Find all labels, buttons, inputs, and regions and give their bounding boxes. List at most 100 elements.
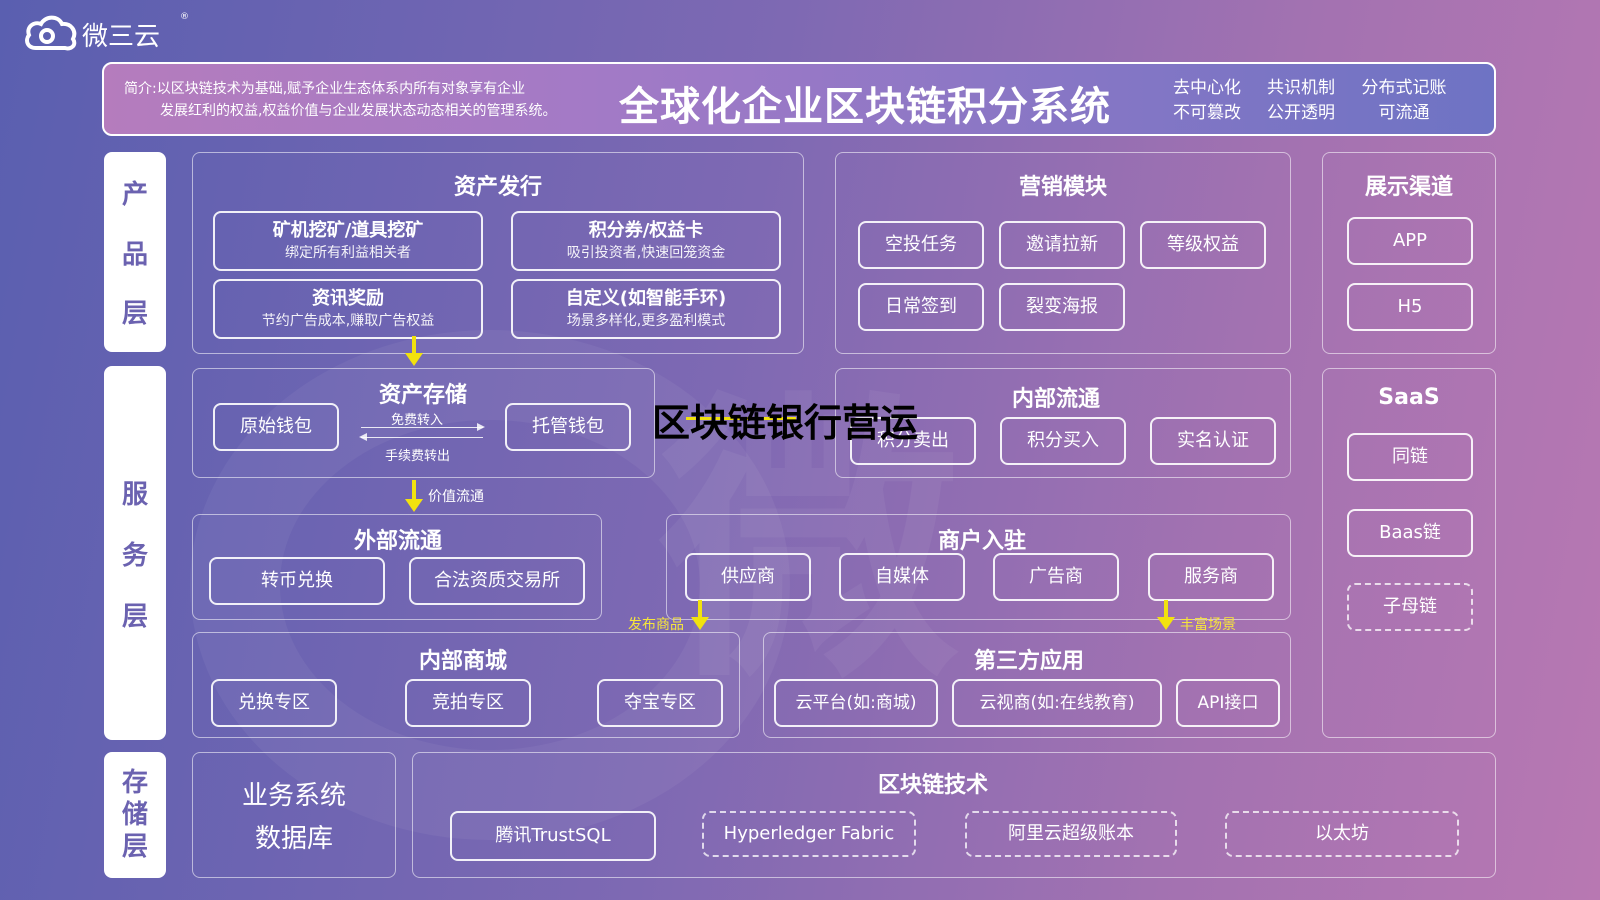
merchant-item-media[interactable]: 自媒体 [839,553,965,601]
layer-char: 层 [121,298,148,329]
marketing-item-checkin[interactable]: 日常签到 [858,283,984,331]
feature-text: 不可篡改 [1173,103,1241,123]
marketing-panel: 营销模块 空投任务 邀请拉新 等级权益 日常签到 裂变海报 [835,152,1291,354]
third-party-item-cloud[interactable]: 云平台(如:商城) [774,679,938,727]
item-subtitle: 场景多样化,更多盈利模式 [566,313,726,330]
layer-char: 务 [121,540,148,571]
asset-issue-item-coupon[interactable]: 积分券/权益卡 吸引投资者,快速回笼资金 [511,211,781,271]
internal-item-verify[interactable]: 实名认证 [1150,417,1276,465]
flow-arrow-value [405,480,423,512]
asset-storage-title: 资产存储 [378,383,467,408]
saas-title: SaaS [1378,385,1440,410]
external-item-licensed-exchange[interactable]: 合法资质交易所 [409,557,585,605]
label-publish-goods: 发布商品 [628,617,684,633]
layer-char: 层 [121,601,148,632]
layer-product: 产 品 层 [104,152,166,352]
flow-arrow-rich-scene [1157,600,1175,630]
item-title: 矿机挖矿/道具挖矿 [272,219,424,241]
channel-app[interactable]: APP [1347,217,1473,265]
feature-text: 去中心化 [1173,78,1241,98]
arrow-transfer-out [359,433,483,441]
channel-h5[interactable]: H5 [1347,283,1473,331]
marketing-item-invite[interactable]: 邀请拉新 [999,221,1125,269]
feature-text: 公开透明 [1267,103,1335,123]
mall-item-lottery[interactable]: 夺宝专区 [597,679,723,727]
blockchain-item-ethereum[interactable]: 以太坊 [1225,811,1459,857]
marketing-item-airdrop[interactable]: 空投任务 [858,221,984,269]
marketing-title: 营销模块 [1018,175,1107,200]
label-rich-scene: 丰富场景 [1180,617,1236,633]
feature-text: 可流通 [1378,103,1430,123]
merchant-item-service[interactable]: 服务商 [1148,553,1274,601]
item-title: 积分券/权益卡 [588,219,704,241]
label-free-transfer-in: 免费转入 [391,413,444,428]
flow-arrow-issue-to-storage [405,336,423,366]
channels-panel: 展示渠道 APP H5 [1322,152,1496,354]
asset-issue-item-news[interactable]: 资讯奖励 节约广告成本,赚取广告权益 [213,279,483,339]
feature-col-1: 去中心化 不可篡改 [1166,76,1248,126]
feature-text: 分布式记账 [1361,78,1447,98]
mall-panel: 内部商城 兑换专区 竞拍专区 夺宝专区 [192,632,740,738]
third-party-item-api[interactable]: API接口 [1176,679,1280,727]
merchant-item-supplier[interactable]: 供应商 [685,553,811,601]
business-db-line2: 数据库 [254,824,333,854]
channels-title: 展示渠道 [1364,175,1453,200]
cloud-logo-icon [25,15,77,51]
third-party-item-video[interactable]: 云视商(如:在线教育) [952,679,1162,727]
blockchain-item-trustsql[interactable]: 腾讯TrustSQL [450,811,656,861]
marketing-item-level[interactable]: 等级权益 [1140,221,1266,269]
internal-flow-title: 内部流通 [1011,387,1100,412]
wallet-original[interactable]: 原始钱包 [213,403,339,451]
external-item-exchange[interactable]: 转币兑换 [209,557,385,605]
saas-item-tonglian[interactable]: 同链 [1347,433,1473,481]
internal-item-buy[interactable]: 积分买入 [1000,417,1126,465]
layer-char: 层 [121,832,148,862]
layer-char: 存 [121,768,148,798]
external-flow-panel: 外部流通 转币兑换 合法资质交易所 [192,514,602,620]
internal-flow-panel: 内部流通 积分卖出 积分买入 实名认证 [835,368,1291,478]
layer-char: 产 [121,180,148,211]
asset-issue-item-custom[interactable]: 自定义(如智能手环) 场景多样化,更多盈利模式 [511,279,781,339]
layer-service: 服 务 层 [104,366,166,740]
header-intro-line1: 简介:以区块链技术为基础,赋予企业生态体系内所有对象享有企业 [124,81,526,97]
mall-title: 内部商城 [418,649,507,674]
feature-col-2: 共识机制 公开透明 [1260,76,1342,126]
blockchain-item-hyperledger[interactable]: Hyperledger Fabric [702,811,916,857]
overlay-connector-line [686,417,796,420]
blockchain-panel: 区块链技术 腾讯TrustSQL Hyperledger Fabric 阿里云超… [412,752,1496,878]
asset-issue-item-mining[interactable]: 矿机挖矿/道具挖矿 绑定所有利益相关者 [213,211,483,271]
layer-char: 服 [121,479,148,510]
third-party-panel: 第三方应用 云平台(如:商城) 云视商(如:在线教育) API接口 [763,632,1291,738]
item-subtitle: 节约广告成本,赚取广告权益 [261,313,435,330]
internal-item-sell[interactable]: 积分卖出 [850,417,976,465]
blockchain-item-aliyun[interactable]: 阿里云超级账本 [965,811,1177,857]
third-party-title: 第三方应用 [973,649,1084,674]
asset-issue-title: 资产发行 [453,175,542,200]
layer-storage: 存 储 层 [104,752,166,878]
saas-item-submother-chain[interactable]: 子母链 [1347,583,1473,631]
blockchain-title: 区块链技术 [877,773,988,798]
layer-char: 储 [121,800,148,830]
header-intro-line2: 发展红利的权益,权益价值与企业发展状态动态相关的管理系统。 [160,103,557,119]
mall-item-auction[interactable]: 竞拍专区 [405,679,531,727]
mall-item-redeem[interactable]: 兑换专区 [211,679,337,727]
business-db-panel: 业务系统 数据库 [192,752,396,878]
feature-text: 共识机制 [1267,78,1335,98]
marketing-item-poster[interactable]: 裂变海报 [999,283,1125,331]
asset-storage-panel: 资产存储 原始钱包 托管钱包 免费转入 手续费转出 [192,368,655,478]
merchant-item-advertiser[interactable]: 广告商 [993,553,1119,601]
item-subtitle: 绑定所有利益相关者 [285,245,411,262]
feature-col-3: 分布式记账 可流通 [1354,76,1454,126]
item-title: 自定义(如智能手环) [565,287,727,309]
label-value-flow: 价值流通 [428,489,484,505]
layer-char: 品 [121,239,148,270]
overlay-title: 区块链银行营运 [652,401,919,445]
header-banner: 简介:以区块链技术为基础,赋予企业生态体系内所有对象享有企业 发展红利的权益,权… [102,62,1496,136]
arrow-transfer-in [361,423,485,431]
brand-name: 微三云 [82,22,161,52]
saas-panel: SaaS 同链 Baas链 子母链 [1322,368,1496,738]
wallet-custodial[interactable]: 托管钱包 [505,403,631,451]
external-flow-title: 外部流通 [353,529,442,554]
saas-item-baas[interactable]: Baas链 [1347,509,1473,557]
merchant-title: 商户入驻 [937,529,1026,554]
